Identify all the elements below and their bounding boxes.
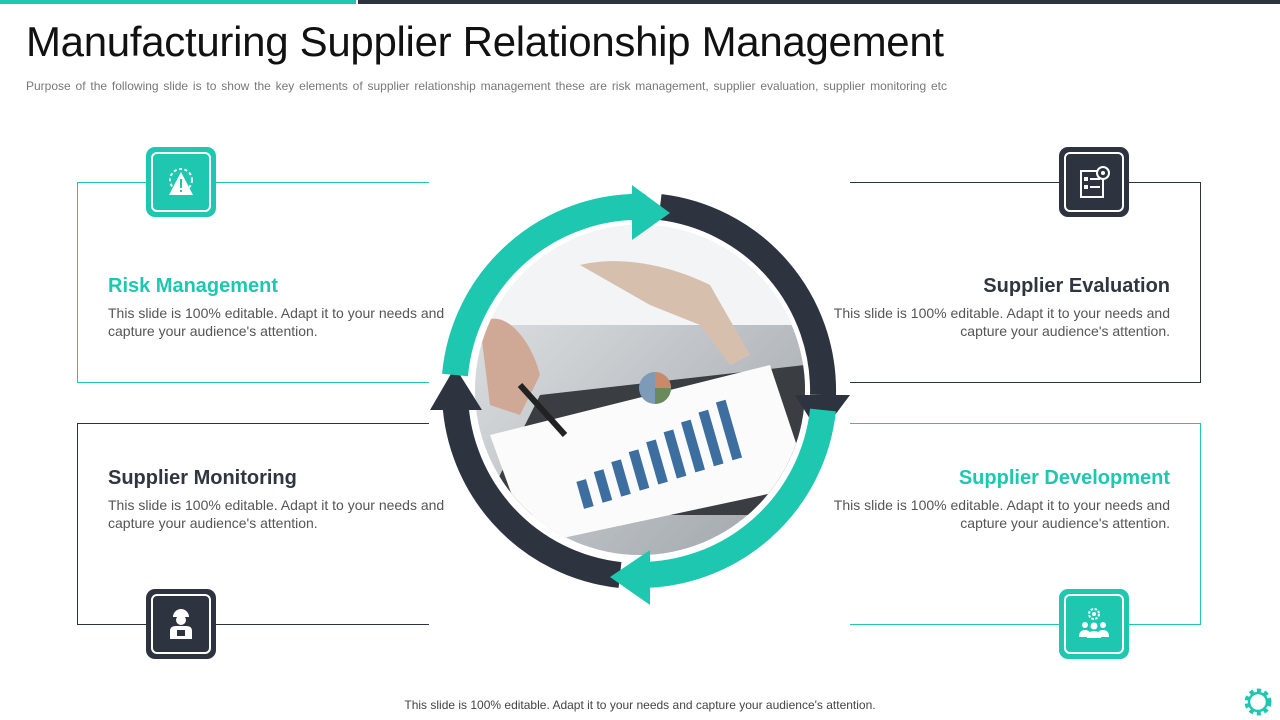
top-accent-bar-teal [0,0,356,4]
supplier-monitoring-text: This slide is 100% editable. Adapt it to… [108,497,445,531]
supplier-evaluation-text: This slide is 100% editable. Adapt it to… [833,305,1170,339]
top-accent-bar-dark [358,0,1280,4]
supplier-development-title: Supplier Development [958,467,1170,489]
supplier-monitoring-title: Supplier Monitoring [108,467,297,489]
supplier-evaluation-tile [1059,147,1129,217]
risk-management-frame [77,182,429,383]
supplier-monitoring-tile [146,589,216,659]
supplier-development-text: This slide is 100% editable. Adapt it to… [833,497,1170,531]
slide-subtitle: Purpose of the following slide is to sho… [26,79,947,93]
supplier-evaluation-title: Supplier Evaluation [983,275,1170,297]
warning-gear-icon [169,168,193,195]
supplier-development-tile [1059,589,1129,659]
supplier-evaluation-frame [850,182,1201,383]
slide-title: Manufacturing Supplier Relationship Mana… [26,18,944,65]
center-photo [475,225,805,555]
supplier-development-frame [850,423,1201,625]
risk-management-text: This slide is 100% editable. Adapt it to… [108,305,445,339]
worker-icon [170,609,192,639]
gear-icon[interactable] [1242,686,1274,718]
cycle-graphic [430,185,850,605]
team-gear-icon [1079,608,1109,638]
supplier-monitoring-frame [77,423,429,625]
checklist-gear-icon [1080,166,1110,198]
slide-footer-note: This slide is 100% editable. Adapt it to… [404,698,876,712]
risk-management-tile [146,147,216,217]
risk-management-title: Risk Management [108,275,279,297]
